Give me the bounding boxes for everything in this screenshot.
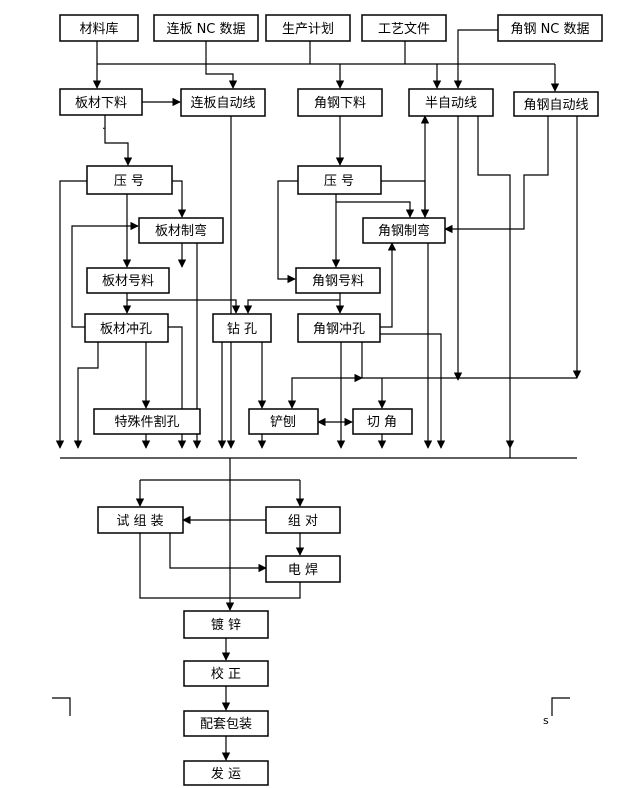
edge-yahao2-to-zhiwan-branch bbox=[336, 201, 415, 218]
node-jiaogang-haoliao-label: 角钢号料 bbox=[312, 274, 364, 289]
stray-letter-mark: s bbox=[543, 714, 549, 727]
edge-lianban-nc-to-lianban-zidong bbox=[205, 41, 238, 89]
node-duxin: 镀 锌 bbox=[183, 610, 269, 639]
node-lianban-nc-label: 连板 NC 数据 bbox=[166, 21, 245, 37]
edge-yahao-to-bancai-zhiwan bbox=[172, 180, 187, 218]
node-zudui-label: 组 对 bbox=[288, 514, 318, 529]
node-jiaozheng-label: 校 正 bbox=[211, 666, 241, 682]
node-teshujian-gekong: 特殊件割孔 bbox=[93, 408, 201, 435]
node-jiaogang-haoliao: 角钢号料 bbox=[295, 267, 381, 294]
node-bancai-xialiao: 板材下料 bbox=[59, 88, 143, 116]
node-lianban-zidongxian: 连板自动线 bbox=[180, 88, 266, 117]
node-bancai-chongkong: 板材冲孔 bbox=[84, 313, 169, 343]
node-teshujian-gekong-label: 特殊件割孔 bbox=[114, 414, 179, 430]
edge-jiaogang-zidong-to-zhiwan bbox=[444, 116, 549, 234]
edge-chongkong2-to-zhiwan bbox=[380, 242, 397, 328]
node-jiaozheng: 校 正 bbox=[183, 660, 269, 687]
edge-shizuzhuang-to-diahan bbox=[169, 533, 267, 573]
node-jiaogang-nc: 角钢 NC 数据 bbox=[497, 14, 603, 42]
node-bancai-haoliao-label: 板材号料 bbox=[102, 274, 154, 289]
corner-mark-left bbox=[52, 697, 71, 716]
edge-chongkong-loop-to-zhiwan bbox=[71, 221, 139, 328]
edge-chongkong-side-to-bus bbox=[168, 326, 187, 449]
edge-haoliao-to-zuankong bbox=[127, 299, 241, 314]
corner-mark-right bbox=[551, 697, 570, 716]
node-jiaogang-chongkong: 角钢冲孔 bbox=[297, 313, 381, 343]
node-diahan-label: 电 焊 bbox=[288, 562, 318, 578]
node-jiaogang-zhiwan-label: 角钢制弯 bbox=[378, 223, 430, 239]
node-shengchan-jihua: 生产计划 bbox=[265, 14, 351, 42]
node-jiaogang-nc-label: 角钢 NC 数据 bbox=[510, 22, 589, 37]
node-chanbao-label: 铲刨 bbox=[270, 415, 296, 430]
node-fayun: 发 运 bbox=[183, 760, 269, 786]
edge-yahao-left-to-bus bbox=[55, 180, 87, 449]
node-ban-zidongxian: 半自动线 bbox=[408, 88, 494, 117]
node-bancai-chongkong-label: 板材冲孔 bbox=[100, 322, 152, 337]
node-bancai-zhiwan-label: 板材制弯 bbox=[155, 223, 207, 239]
node-cailiaoku-label: 材料库 bbox=[79, 21, 118, 37]
edge-jiaogang-haoliao-to-zuankong bbox=[243, 299, 340, 314]
node-gongyi-wenjian: 工艺文件 bbox=[361, 14, 447, 42]
node-zudui: 组 对 bbox=[265, 506, 341, 534]
edge-right-cross-bus bbox=[287, 377, 577, 409]
edge-ban-zidong-to-bus bbox=[477, 116, 515, 449]
node-qiejiao: 切 角 bbox=[352, 408, 413, 435]
stray-dot-mark: · bbox=[102, 122, 106, 135]
node-shengchan-jihua-label: 生产计划 bbox=[282, 22, 334, 37]
edge-chongkong2-right bbox=[380, 333, 446, 449]
connectors bbox=[52, 29, 582, 761]
node-shizuzhuang: 试 组 装 bbox=[97, 506, 184, 534]
node-fayun-label: 发 运 bbox=[211, 766, 241, 782]
node-diahan: 电 焊 bbox=[265, 555, 341, 583]
node-qiejiao-label: 切 角 bbox=[367, 415, 397, 430]
node-zuankong-label: 钻 孔 bbox=[227, 322, 257, 337]
node-zuankong: 钻 孔 bbox=[212, 313, 272, 343]
edge-diahan-to-merge bbox=[230, 582, 301, 599]
node-ban-zidongxian-label: 半自动线 bbox=[425, 96, 477, 111]
node-jiaogang-xialiao-label: 角钢下料 bbox=[314, 96, 366, 111]
node-yahao-1: 压 号 bbox=[86, 165, 173, 195]
node-lianban-zidongxian-label: 连板自动线 bbox=[190, 95, 255, 111]
node-peitao-baozhuang-label: 配套包装 bbox=[200, 716, 252, 732]
node-jiaogang-chongkong-label: 角钢冲孔 bbox=[313, 322, 365, 337]
node-cailiaoku: 材料库 bbox=[59, 14, 139, 42]
node-jiaogang-xialiao: 角钢下料 bbox=[297, 88, 383, 117]
node-bancai-zhiwan: 板材制弯 bbox=[138, 217, 224, 244]
node-lianban-nc: 连板 NC 数据 bbox=[153, 14, 259, 42]
nodes: 材料库 连板 NC 数据 生产计划 工艺文件 角钢 NC 数据 板材下料 连板自… bbox=[59, 14, 603, 786]
node-peitao-baozhuang: 配套包装 bbox=[183, 710, 269, 737]
node-jiaogang-zidongxian: 角钢自动线 bbox=[513, 91, 599, 117]
edge-chongkong-to-bus-left bbox=[73, 342, 99, 449]
node-chanbao: 铲刨 bbox=[248, 408, 319, 435]
node-bancai-xialiao-label: 板材下料 bbox=[75, 96, 127, 111]
edge-yahao2-to-haoliao bbox=[277, 180, 298, 284]
node-bancai-haoliao: 板材号料 bbox=[86, 267, 170, 294]
node-yahao-1-label: 压 号 bbox=[114, 174, 144, 189]
node-yahao-2: 压 号 bbox=[297, 165, 382, 195]
node-jiaogang-zhiwan: 角钢制弯 bbox=[362, 217, 446, 244]
node-jiaogang-zidongxian-label: 角钢自动线 bbox=[523, 98, 588, 113]
edge-jiaogang-nc-to-ban-zidong bbox=[453, 29, 498, 89]
node-gongyi-wenjian-label: 工艺文件 bbox=[378, 22, 430, 37]
edge-bancai-xialiao-to-yahao bbox=[104, 115, 133, 166]
node-duxin-label: 镀 锌 bbox=[211, 617, 241, 633]
node-shizuzhuang-label: 试 组 装 bbox=[116, 514, 163, 529]
edge-yahao2-right bbox=[381, 180, 430, 218]
node-yahao-2-label: 压 号 bbox=[324, 174, 354, 189]
edge-shizuzhuang-to-merge bbox=[139, 533, 230, 599]
